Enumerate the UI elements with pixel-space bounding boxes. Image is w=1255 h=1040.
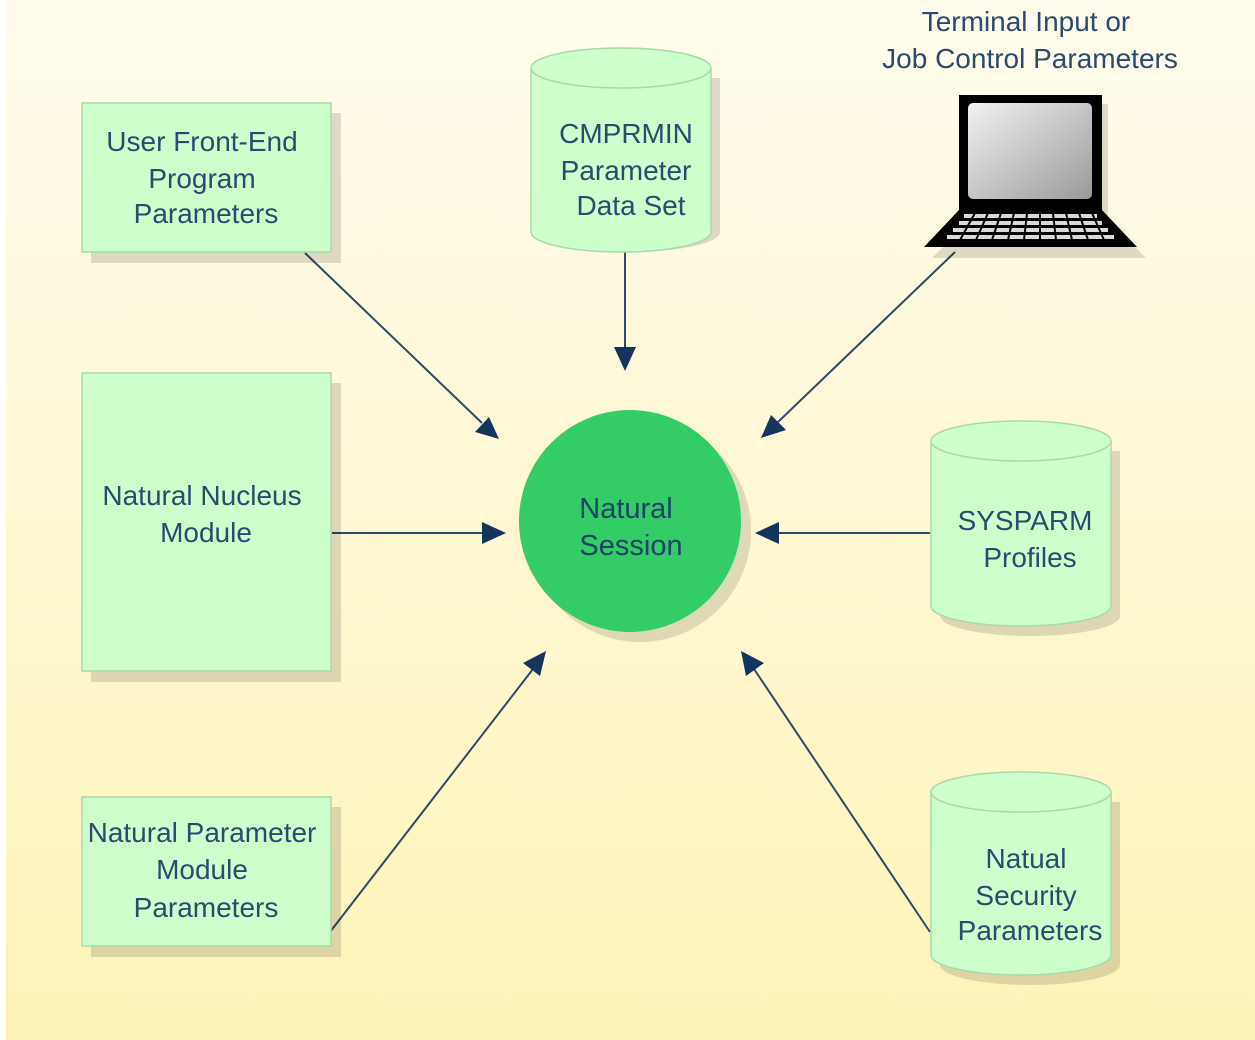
node-session: Natural Session: [519, 410, 751, 642]
user-front-end-label-line-3: Parameters: [134, 198, 279, 229]
sysparm-label-line-2: Profiles: [983, 542, 1076, 573]
arrow-sysparm-to-session: [755, 522, 930, 544]
node-parameter-module: Natural Parameter Module Parameters: [81, 796, 341, 957]
cmprmin-cylinder-body: [530, 68, 712, 253]
parameter-module-label-line-1: Natural Parameter: [88, 817, 317, 848]
edges: [304, 251, 956, 933]
node-sysparm: SYSPARM Profiles: [930, 420, 1120, 636]
node-terminal: Terminal Input or Job Control Parameters: [882, 6, 1178, 258]
security-cylinder-body: [930, 792, 1112, 976]
node-user-front-end: User Front-End Program Parameters: [81, 102, 341, 263]
security-label-line-2: Security: [975, 880, 1076, 911]
arrow-terminal-to-session: [761, 251, 956, 438]
terminal-icon: [924, 95, 1146, 258]
cmprmin-label-line-2: Parameter: [561, 155, 692, 186]
session-label-line-1: Natural: [579, 493, 673, 525]
cmprmin-cylinder-top: [530, 47, 712, 89]
cmprmin-label-line-3: Data Set: [577, 190, 686, 221]
security-cylinder-top: [930, 771, 1112, 813]
arrow-user-front-end-to-session: [304, 252, 499, 439]
sysparm-cylinder-top: [930, 420, 1112, 462]
user-front-end-label-line-1: User Front-End: [106, 126, 297, 157]
arrow-security-to-session: [741, 651, 931, 933]
sysparm-label-line-1: SYSPARM: [958, 505, 1093, 536]
arrow-parameter-module-to-session: [329, 651, 546, 933]
arrow-nucleus-to-session: [332, 522, 506, 544]
session-circle: [519, 410, 741, 632]
parameter-module-label-line-2: Module: [156, 854, 248, 885]
security-label-line-3: Parameters: [958, 915, 1103, 946]
nucleus-label-line-1: Natural Nucleus: [102, 480, 301, 511]
parameter-module-label-line-3: Parameters: [134, 892, 279, 923]
security-label-line-1: Natual: [986, 843, 1067, 874]
monitor-screen: [968, 103, 1092, 199]
keyboard-key-separators: [959, 212, 1105, 241]
session-label-line-2: Session: [579, 530, 682, 562]
user-front-end-label-line-2: Program: [148, 163, 255, 194]
node-cmprmin: CMPRMIN Parameter Data Set: [530, 47, 720, 253]
parameter-module-box: [81, 796, 332, 947]
node-nucleus: Natural Nucleus Module: [81, 372, 341, 682]
keyboard-keys: [947, 214, 1114, 239]
arrow-cmprmin-to-session: [614, 252, 636, 371]
terminal-label-line-1: Terminal Input or: [922, 6, 1131, 37]
nucleus-box: [81, 372, 332, 672]
nucleus-label-line-2: Module: [160, 517, 252, 548]
sysparm-cylinder-body: [930, 441, 1112, 627]
terminal-label-line-2: Job Control Parameters: [882, 43, 1178, 74]
cmprmin-label-line-1: CMPRMIN: [559, 118, 693, 149]
node-security: Natual Security Parameters: [930, 771, 1120, 985]
user-front-end-box: [81, 102, 332, 253]
